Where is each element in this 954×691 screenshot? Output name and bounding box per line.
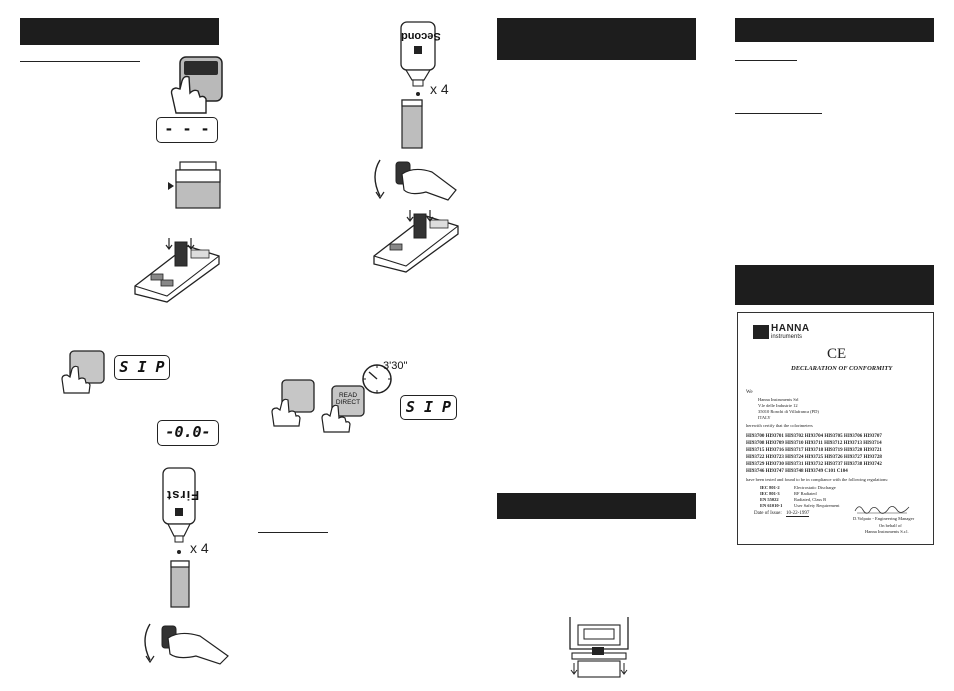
- col4-header-bar-top: [735, 18, 934, 42]
- vial-holder-icon: [168, 161, 221, 209]
- cert-reg-desc-4: User Safety Requirement: [794, 503, 840, 508]
- cert-models-3: HI93715 HI93716 HI93717 HI93718 HI93719 …: [746, 448, 882, 453]
- col3-header-bar-bottom: [497, 493, 696, 519]
- certificate-title: DECLARATION OF CONFORMITY: [791, 365, 893, 372]
- declaration-certificate: HANNA instruments CE DECLARATION OF CONF…: [737, 312, 934, 545]
- cert-date-value: 10-22-1997: [786, 511, 810, 517]
- press-button-icon: [61, 350, 105, 394]
- meter-back-battery-icon: [569, 617, 629, 678]
- cert-address-3: 35010 Ronchi di Villafranca (PD): [758, 409, 819, 414]
- lcd-display-zero: -0.0-: [157, 420, 219, 446]
- drops-count-first: x 4: [190, 540, 209, 556]
- cert-tested-text: have been tested and found to be in comp…: [746, 477, 889, 482]
- lcd-display-sip-second: S I P: [400, 395, 457, 420]
- col2-underline: [258, 532, 328, 533]
- cert-reg-code-4: EN 61010-1: [760, 503, 783, 508]
- cuvette-first-icon: [170, 560, 190, 608]
- first-bottle-label: First: [166, 488, 200, 503]
- col4-header-bar-bottom: [735, 265, 934, 305]
- cert-models-5: HI93729 HI93730 HI93731 HI93732 HI93737 …: [746, 462, 882, 467]
- key-press-icon: [170, 56, 223, 114]
- cert-reg-code-1: IEC 801-2: [760, 485, 780, 490]
- meter-insert-cuvette-icon: [134, 238, 220, 303]
- cert-company: Hanna Instruments S.r.l.: [865, 529, 909, 534]
- cert-reg-desc-1: Electrostatic Discharge: [794, 485, 836, 490]
- cert-date-label: Date of Issue:: [754, 511, 782, 516]
- cert-reg-desc-3: Radiated, Class B: [794, 497, 827, 502]
- col1-header-bar: [20, 18, 219, 45]
- signature-image: [854, 506, 910, 514]
- cert-on-behalf: On behalf of: [879, 523, 902, 528]
- cuvette-second-icon: [401, 99, 423, 149]
- cert-address-2: V.le delle Industrie 12: [758, 403, 798, 408]
- ce-mark: CE: [827, 346, 847, 362]
- hanna-logo-text: HANNA: [771, 323, 810, 334]
- cert-address-4: ITALY: [758, 415, 771, 420]
- timer-clock-icon: [362, 364, 392, 394]
- shake-vial-second-icon: [374, 159, 457, 201]
- cert-we: We: [746, 390, 753, 395]
- cert-models-4: HI93722 HI93723 HI93724 HI93725 HI93726 …: [746, 455, 882, 460]
- reagent-bottle-second-icon: [400, 21, 436, 96]
- read-direct-label: READ DIRECT: [335, 392, 361, 406]
- col1-underline: [20, 61, 140, 62]
- lcd-display-dashes: - - -: [156, 117, 218, 143]
- drops-count-second: x 4: [430, 81, 449, 97]
- read-direct-button-icon: [321, 385, 365, 433]
- col4-underline-2: [735, 113, 822, 114]
- cert-models-2: HI93708 HI93709 HI93710 HI93711 HI93712 …: [746, 441, 882, 446]
- press-button-second-icon: [271, 379, 315, 427]
- lcd-display-sip: S I P: [114, 355, 170, 380]
- cert-reg-code-2: IEC 801-3: [760, 491, 780, 496]
- cert-reg-code-3: EN 55022: [760, 497, 779, 502]
- reagent-bottle-first-icon: [162, 467, 196, 554]
- cert-signer: D.Volpato - Engineering Manager: [853, 516, 915, 521]
- shake-vial-icon: [144, 623, 229, 665]
- col4-underline-1: [735, 60, 797, 61]
- timer-label: 3'30": [383, 360, 408, 372]
- cert-address-1: Hanna Instruments Srl: [758, 397, 799, 402]
- hanna-logo-subtext: instruments: [771, 334, 803, 340]
- cert-certify-text: herewith certify that the colorimeters: [746, 423, 813, 428]
- cert-models-1: HI93700 HI93701 HI93702 HI93704 HI93705 …: [746, 434, 882, 439]
- cert-models-6: HI93746 HI93747 HI93748 HI93749 C101 C10…: [746, 469, 848, 474]
- second-bottle-label: Second: [401, 30, 441, 42]
- cert-reg-desc-2: RF Radiated: [794, 491, 817, 496]
- hanna-logo-mark: [753, 325, 769, 339]
- col3-header-bar-top: [497, 18, 696, 60]
- meter-insert-second-icon: [373, 210, 459, 273]
